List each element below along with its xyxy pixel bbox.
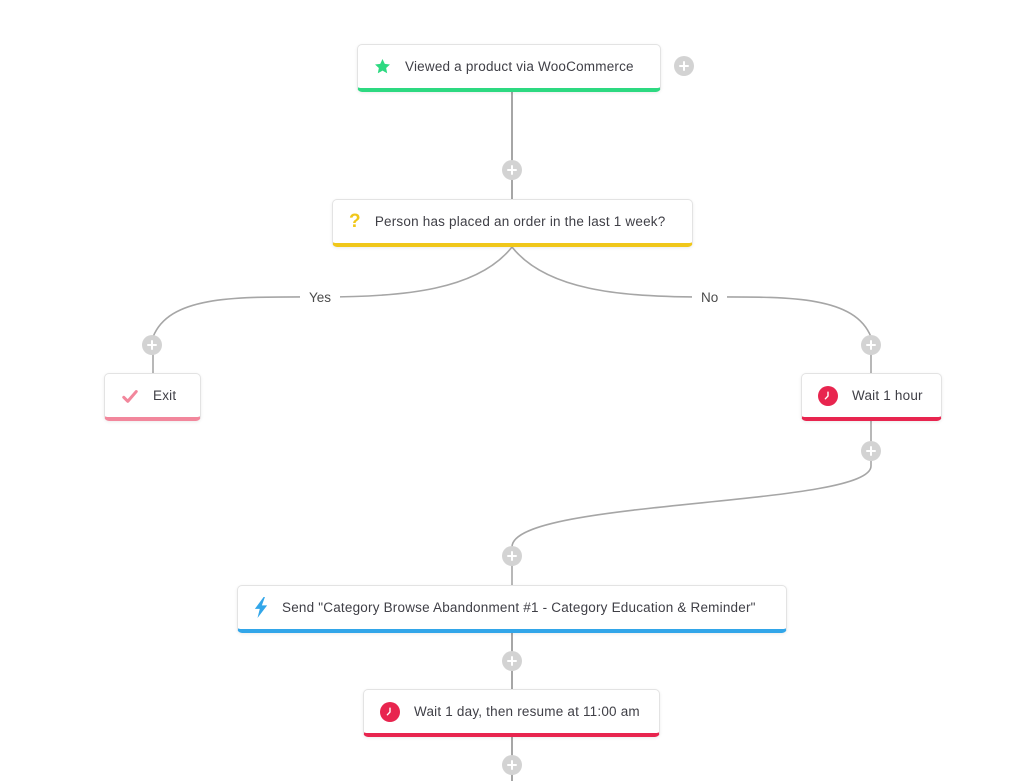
- workflow-node-send-email[interactable]: Send "Category Browse Abandonment #1 - C…: [237, 585, 787, 633]
- lightning-icon: [254, 597, 268, 618]
- branch-label-no: No: [692, 289, 728, 307]
- workflow-node-exit[interactable]: Exit: [104, 373, 201, 421]
- add-step-button[interactable]: [502, 160, 522, 180]
- connector-branch-yes: [152, 246, 513, 373]
- branch-label-yes: Yes: [300, 289, 341, 307]
- plus-icon: [502, 160, 522, 180]
- plus-icon: [861, 441, 881, 461]
- node-label: Send "Category Browse Abandonment #1 - C…: [282, 599, 756, 615]
- check-icon: [121, 388, 139, 404]
- add-step-button-no-branch[interactable]: [861, 335, 881, 355]
- star-icon: [374, 58, 391, 75]
- connector-branch-no: [511, 246, 872, 373]
- add-step-button[interactable]: [502, 651, 522, 671]
- workflow-node-trigger[interactable]: Viewed a product via WooCommerce: [357, 44, 661, 92]
- workflow-node-condition[interactable]: ? Person has placed an order in the last…: [332, 199, 693, 247]
- plus-icon: [502, 546, 522, 566]
- plus-icon: [861, 335, 881, 355]
- plus-icon: [674, 56, 694, 76]
- node-label: Exit: [153, 387, 177, 403]
- add-step-button[interactable]: [502, 546, 522, 566]
- connector-wait-to-send: [511, 421, 872, 585]
- add-step-button[interactable]: [502, 755, 522, 775]
- add-trigger-button[interactable]: [674, 56, 694, 76]
- node-label: Wait 1 hour: [852, 387, 923, 403]
- plus-icon: [142, 335, 162, 355]
- clock-icon: [380, 701, 400, 722]
- node-label: Person has placed an order in the last 1…: [374, 213, 666, 229]
- workflow-node-wait-1-hour[interactable]: Wait 1 hour: [801, 373, 942, 421]
- question-icon: ?: [349, 211, 361, 232]
- clock-icon: [818, 385, 838, 406]
- node-label: Viewed a product via WooCommerce: [405, 58, 634, 74]
- workflow-node-wait-1-day[interactable]: Wait 1 day, then resume at 11:00 am: [363, 689, 660, 737]
- add-step-button[interactable]: [861, 441, 881, 461]
- add-step-button-yes-branch[interactable]: [142, 335, 162, 355]
- plus-icon: [502, 651, 522, 671]
- node-label: Wait 1 day, then resume at 11:00 am: [414, 703, 640, 719]
- plus-icon: [502, 755, 522, 775]
